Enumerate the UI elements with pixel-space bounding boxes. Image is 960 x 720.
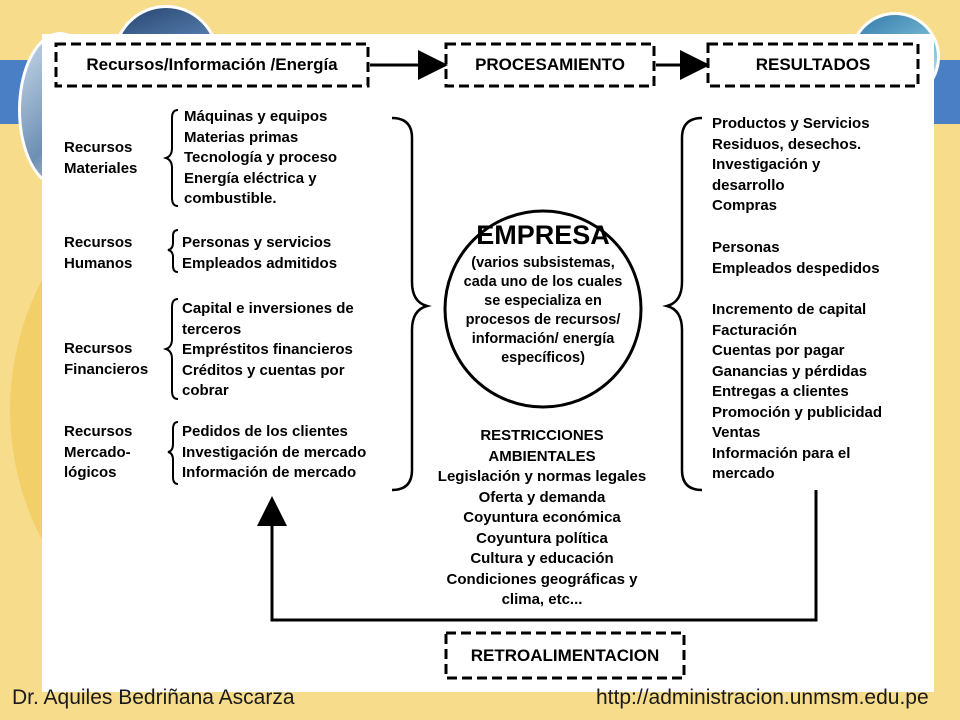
items-financieros: Capital e inversiones de terceros Emprés… (182, 300, 354, 399)
category-humanos: Recursos Humanos (64, 234, 133, 272)
category-mercadologicos: Recursos Mercado- lógicos (64, 423, 133, 481)
empresa-title: EMPRESA (476, 220, 610, 250)
items-materiales: Máquinas y equipos Materias primas Tecno… (184, 108, 338, 207)
header-inputs: Recursos/Información /Energía (86, 55, 338, 74)
footer-author: Dr. Aquiles Bedriñana Ascarza (12, 686, 295, 709)
feedback-loop (257, 490, 818, 622)
diagram-lines (54, 42, 920, 680)
empresa-ellipse (443, 209, 643, 409)
brace-materiales (162, 109, 179, 207)
header-results: RESULTADOS (755, 55, 871, 74)
restrictions-items: Legislación y normas legales Oferta y de… (437, 468, 647, 608)
items-humanos: Personas y servicios Empleados admitidos (182, 234, 338, 272)
brace-humanos (167, 229, 179, 273)
category-financieros: Recursos Financieros (64, 340, 149, 378)
feedback-box (444, 631, 686, 680)
brace-mercadologicos (167, 421, 179, 485)
big-brace-inputs (391, 116, 432, 492)
results-group-3: Incremento de capital Facturación Cuenta… (712, 301, 883, 482)
diagram-panel: Recursos/Información /Energía PROCESAMIE… (42, 34, 934, 692)
big-brace-results (662, 116, 703, 492)
process-box (444, 42, 656, 88)
results-group-2: Personas Empleados despedidos (712, 239, 880, 277)
items-mercadologicos: Pedidos de los clientes Investigación de… (182, 423, 367, 481)
header-feedback: RETROALIMENTACION (470, 646, 660, 665)
category-materiales: Recursos Materiales (64, 139, 138, 177)
empresa-description: (varios subsistemas, cada uno de los cua… (463, 255, 623, 366)
footer-url[interactable]: http://administracion.unmsm.edu.pe (596, 686, 929, 709)
inputs-box (54, 42, 370, 88)
results-group-1: Productos y Servicios Residuos, desechos… (712, 115, 870, 214)
header-process: PROCESAMIENTO (475, 55, 625, 74)
restrictions-title: RESTRICCIONES AMBIENTALES (480, 427, 604, 465)
brace-financieros (162, 298, 179, 400)
